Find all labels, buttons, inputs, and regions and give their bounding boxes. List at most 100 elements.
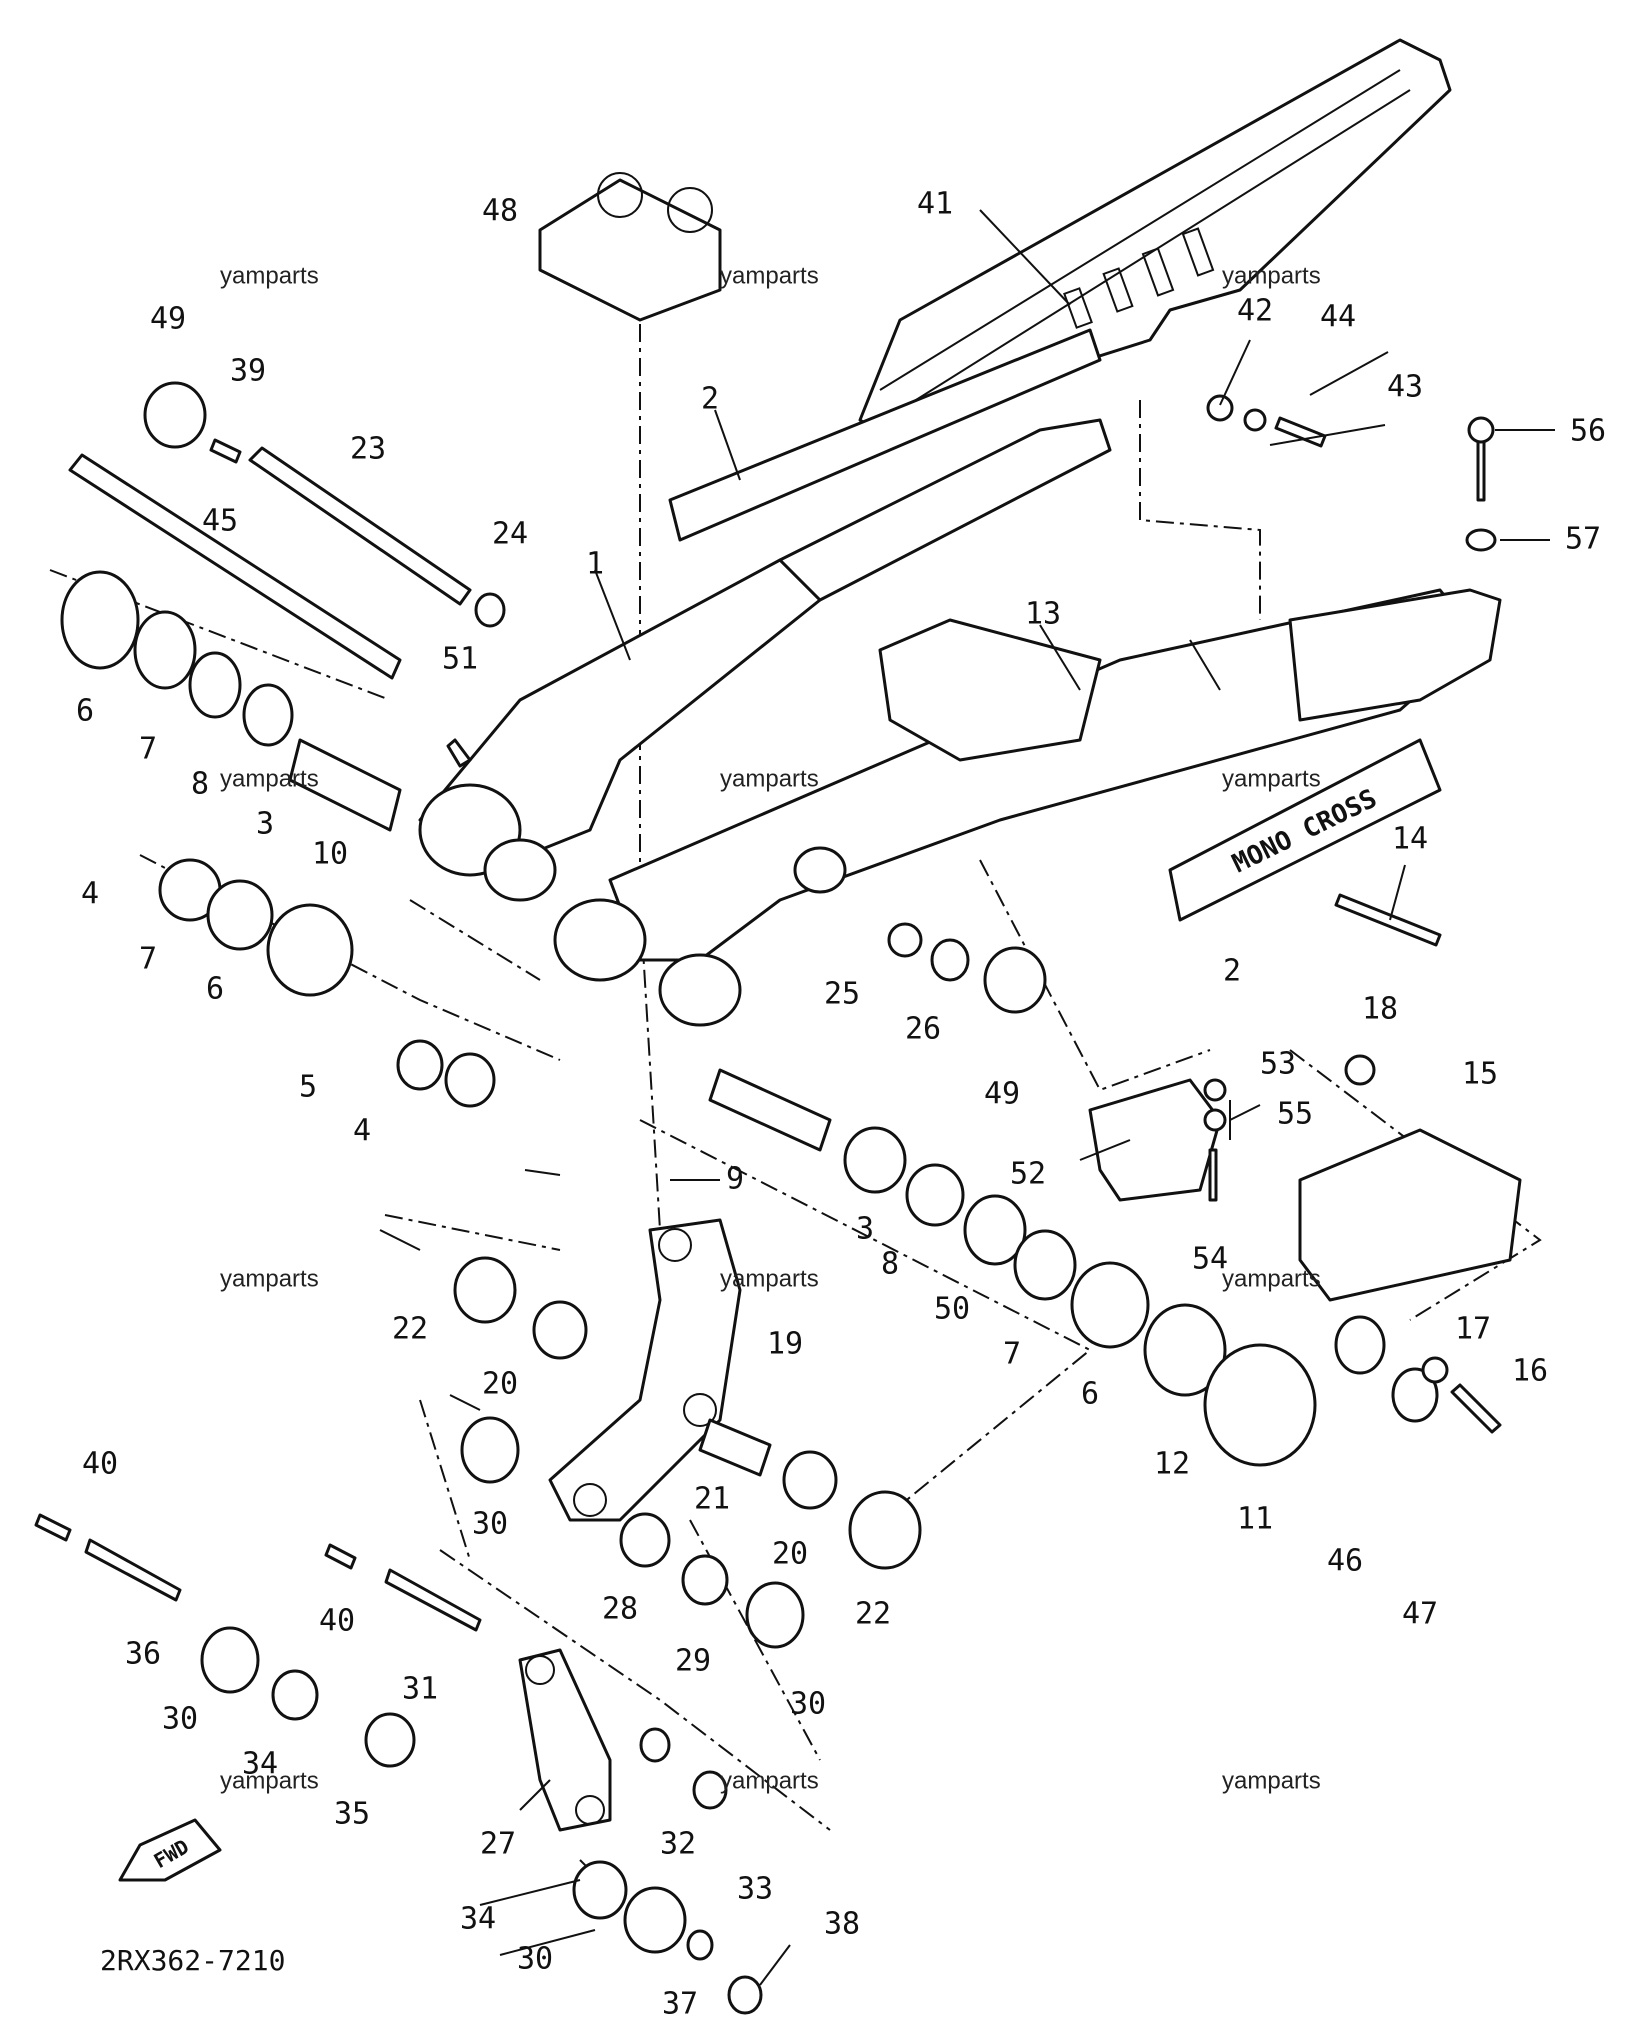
- callout-37: 37: [662, 1987, 698, 2022]
- callout-49-lower: 49: [984, 1077, 1020, 1112]
- callout-57: 57: [1565, 522, 1601, 557]
- callout-51: 51: [442, 642, 478, 677]
- callout-34-left: 34: [242, 1747, 278, 1782]
- callout-40-left: 40: [82, 1447, 118, 1482]
- callout-22-lower: 22: [855, 1597, 891, 1632]
- chain-guide: [1298, 1128, 1522, 1302]
- callout-55: 55: [1277, 1097, 1313, 1132]
- watermark-text: yamparts: [720, 1767, 819, 1794]
- callout-38: 38: [824, 1907, 860, 1942]
- decal-strip-upper: [668, 328, 1102, 542]
- pivot-shaft: [68, 446, 472, 680]
- callout-6-upper: 6: [76, 694, 94, 729]
- watermark-text: yamparts: [220, 1767, 319, 1794]
- callout-21: 21: [694, 1482, 730, 1517]
- callout-2-upper: 2: [701, 382, 719, 417]
- callout-4-lower: 4: [353, 1114, 371, 1149]
- callout-7-middle: 7: [139, 942, 157, 977]
- callout-22-upper: 22: [392, 1312, 428, 1347]
- callout-15: 15: [1462, 1057, 1498, 1092]
- leader-lines: [379, 209, 1555, 1986]
- watermark-text: yamparts: [220, 1265, 319, 1292]
- callout-23: 23: [350, 432, 386, 467]
- shock-bracket: [538, 172, 722, 322]
- callout-8-left: 8: [191, 767, 209, 802]
- callout-35: 35: [334, 1797, 370, 1832]
- callout-numbers: 1 2 2 3 3 4 4 5 6 6 6 7 7 7 8 8 9 10 11 …: [76, 187, 1606, 2022]
- callout-19: 19: [767, 1327, 803, 1362]
- callout-25: 25: [824, 977, 860, 1012]
- watermark-text: yamparts: [720, 765, 819, 792]
- watermark-text: yamparts: [720, 1265, 819, 1292]
- callout-30-right: 30: [790, 1687, 826, 1722]
- callout-24: 24: [492, 517, 528, 552]
- bolts: [34, 394, 1502, 1632]
- callout-48: 48: [482, 194, 518, 229]
- connecting-rod: [518, 1648, 612, 1832]
- callout-20-upper: 20: [482, 1367, 518, 1402]
- callout-11: 11: [1237, 1502, 1273, 1537]
- watermark-text: yamparts: [1222, 765, 1321, 792]
- watermark-text: yamparts: [1222, 1265, 1321, 1292]
- watermark-text: yamparts: [1222, 262, 1321, 289]
- drawing-code: 2RX362-7210: [100, 1944, 285, 1977]
- callout-50: 50: [934, 1292, 970, 1327]
- callout-29: 29: [675, 1644, 711, 1679]
- callout-20-lower: 20: [772, 1537, 808, 1572]
- callout-18: 18: [1362, 992, 1398, 1027]
- callout-7-upper: 7: [139, 732, 157, 767]
- relay-arm: [548, 1218, 742, 1522]
- callout-30-bottom: 30: [517, 1942, 553, 1977]
- callout-40-middle: 40: [319, 1604, 355, 1639]
- callout-13: 13: [1025, 597, 1061, 632]
- callout-52: 52: [1010, 1157, 1046, 1192]
- callout-26: 26: [905, 1012, 941, 1047]
- callout-41: 41: [917, 187, 953, 222]
- callout-43: 43: [1387, 370, 1423, 405]
- callout-30-left: 30: [162, 1702, 198, 1737]
- callout-42: 42: [1237, 294, 1273, 329]
- chain-guard: [858, 38, 1452, 442]
- callout-27: 27: [480, 1827, 516, 1862]
- watermark-text: yamparts: [220, 765, 319, 792]
- callout-6-middle: 6: [206, 972, 224, 1007]
- callout-1: 1: [586, 547, 604, 582]
- callout-28: 28: [602, 1592, 638, 1627]
- callout-12: 12: [1154, 1447, 1190, 1482]
- watermark-text: yamparts: [220, 262, 319, 289]
- callout-49-upper: 49: [150, 302, 186, 337]
- relay-bushings: [200, 1256, 922, 2015]
- callout-46: 46: [1327, 1544, 1363, 1579]
- callout-3-right: 3: [856, 1212, 874, 1247]
- callout-31: 31: [402, 1672, 438, 1707]
- callout-44: 44: [1320, 300, 1356, 335]
- callout-8-right: 8: [881, 1247, 899, 1282]
- callout-3-left: 3: [256, 807, 274, 842]
- bushings-and-seals: [60, 381, 1439, 1467]
- callout-56: 56: [1570, 414, 1606, 449]
- callout-32: 32: [660, 1827, 696, 1862]
- callout-17: 17: [1455, 1312, 1491, 1347]
- callout-39: 39: [230, 354, 266, 389]
- callout-7-right: 7: [1003, 1337, 1021, 1372]
- callout-6-right: 6: [1081, 1377, 1099, 1412]
- callout-4-upper: 4: [81, 877, 99, 912]
- callout-45: 45: [202, 504, 238, 539]
- swingarm-body: [418, 418, 1502, 1027]
- callout-47: 47: [1402, 1597, 1438, 1632]
- callout-5: 5: [299, 1070, 317, 1105]
- callout-30-upper: 30: [472, 1507, 508, 1542]
- fwd-arrow: FWD: [118, 1818, 222, 1882]
- watermarks: yamparts yamparts yamparts yamparts yamp…: [220, 262, 1321, 1794]
- chain-slider: [878, 618, 1102, 762]
- assembly-guide-lines: [49, 290, 1542, 1901]
- callout-2-lower: 2: [1223, 954, 1241, 989]
- brake-hose-bracket: [1088, 1078, 1227, 1202]
- callout-54: 54: [1192, 1242, 1228, 1277]
- callout-10: 10: [312, 837, 348, 872]
- callout-36: 36: [125, 1637, 161, 1672]
- callout-33: 33: [737, 1872, 773, 1907]
- callout-14: 14: [1392, 822, 1428, 857]
